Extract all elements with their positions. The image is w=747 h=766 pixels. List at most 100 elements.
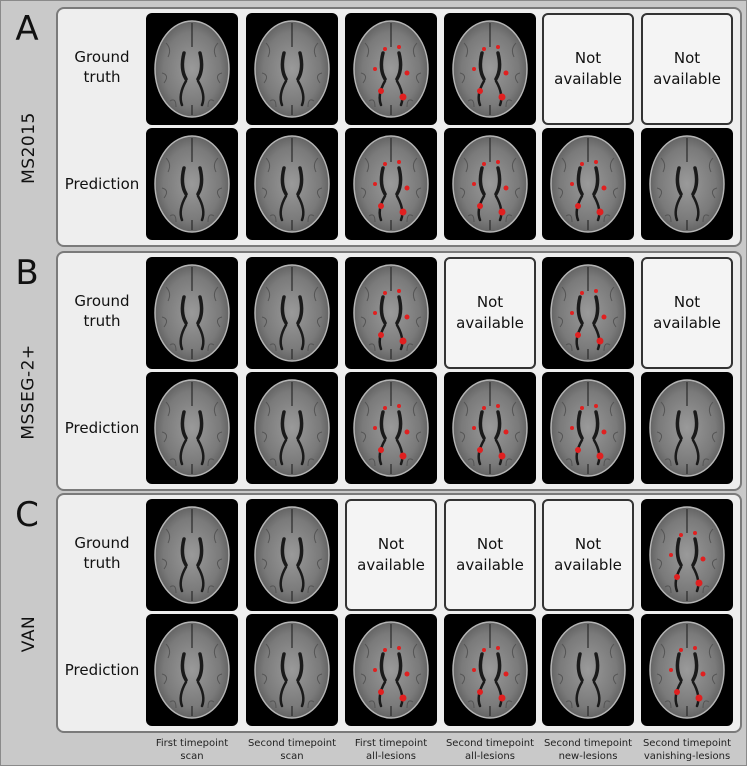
brain-outline bbox=[353, 264, 429, 362]
ground-truth-label: Ground truth bbox=[74, 48, 130, 86]
brain-outline bbox=[649, 621, 725, 719]
sulci bbox=[360, 42, 422, 108]
brain-scan-with-lesions bbox=[550, 379, 626, 477]
lesion-mark bbox=[399, 93, 407, 101]
ventricles bbox=[280, 295, 304, 325]
lesion-mark bbox=[383, 648, 387, 652]
column-caption-line1: Second timepoint bbox=[543, 738, 633, 749]
brain-outline bbox=[154, 621, 230, 719]
lesion-mark bbox=[580, 406, 584, 410]
brain-outline bbox=[353, 20, 429, 118]
lesion-mark bbox=[399, 337, 407, 345]
ventricles bbox=[280, 166, 304, 196]
brain-scan bbox=[254, 135, 330, 233]
lesion-mark bbox=[496, 646, 500, 650]
brain-scan bbox=[254, 379, 330, 477]
lesion-mark bbox=[695, 694, 703, 702]
ventricles bbox=[379, 652, 403, 682]
sulci bbox=[459, 643, 521, 709]
lesion-mark bbox=[669, 553, 673, 557]
scan-image bbox=[641, 614, 733, 726]
brain-outline bbox=[649, 379, 725, 477]
posterior-horns bbox=[279, 79, 305, 107]
sulci bbox=[261, 643, 323, 709]
lesion-mark bbox=[575, 332, 581, 338]
lesion-mark bbox=[404, 314, 410, 320]
brain-scan-with-lesions bbox=[550, 264, 626, 362]
not-available-box: Not available bbox=[542, 499, 634, 611]
scan-image bbox=[542, 372, 634, 484]
lesion-mark bbox=[503, 70, 509, 76]
lesion-mark bbox=[601, 429, 607, 435]
posterior-horns bbox=[279, 438, 305, 466]
column-caption-line1: First timepoint bbox=[155, 738, 229, 749]
sulci bbox=[161, 401, 223, 467]
ventricles bbox=[180, 652, 204, 682]
brain-scan-with-lesions bbox=[353, 264, 429, 362]
lesion-mark bbox=[601, 314, 607, 320]
ventricles bbox=[180, 537, 204, 567]
ventricles bbox=[478, 166, 502, 196]
scan-image bbox=[146, 372, 238, 484]
lesion-mark bbox=[482, 406, 486, 410]
scan-image bbox=[146, 13, 238, 125]
lesion-mark bbox=[700, 556, 706, 562]
ventricles bbox=[675, 537, 699, 567]
lesion-mark bbox=[594, 289, 598, 293]
sulci bbox=[161, 286, 223, 352]
lesion-mark bbox=[498, 208, 506, 216]
scan-image bbox=[641, 128, 733, 240]
lesion-mark bbox=[679, 533, 683, 537]
lesion-mark bbox=[373, 668, 377, 672]
column-caption-line1: Second timepoint bbox=[247, 738, 337, 749]
lesion-mark bbox=[477, 203, 483, 209]
brain-scan-with-lesions bbox=[452, 621, 528, 719]
scan-image bbox=[345, 128, 437, 240]
brain-scan bbox=[254, 506, 330, 604]
not-available-box: Not available bbox=[444, 499, 536, 611]
ventricles bbox=[379, 51, 403, 81]
brain-scan bbox=[254, 621, 330, 719]
lesion-mark bbox=[383, 47, 387, 51]
prediction-label: Prediction bbox=[64, 661, 140, 679]
sulci bbox=[360, 286, 422, 352]
lesion-mark bbox=[477, 447, 483, 453]
column-caption-line2: scan bbox=[280, 751, 304, 762]
column-caption: First timepoint scan bbox=[142, 737, 242, 763]
ventricles bbox=[180, 166, 204, 196]
sulci bbox=[459, 157, 521, 223]
lesion-mark bbox=[404, 671, 410, 677]
scan-image bbox=[641, 499, 733, 611]
ventricles bbox=[379, 295, 403, 325]
prediction-label: Prediction bbox=[64, 419, 140, 437]
brain-outline bbox=[254, 20, 330, 118]
scan-image bbox=[246, 614, 338, 726]
column-caption-line2: scan bbox=[180, 751, 204, 762]
sulci bbox=[261, 401, 323, 467]
brain-scan bbox=[154, 135, 230, 233]
scan-image bbox=[146, 499, 238, 611]
brain-scan-with-lesions bbox=[452, 20, 528, 118]
brain-outline bbox=[254, 379, 330, 477]
scan-image bbox=[542, 128, 634, 240]
lesion-mark bbox=[378, 332, 384, 338]
lesion-mark bbox=[399, 452, 407, 460]
lesion-mark bbox=[397, 646, 401, 650]
brain-outline bbox=[154, 20, 230, 118]
brain-scan bbox=[254, 20, 330, 118]
brain-outline bbox=[154, 506, 230, 604]
brain-outline bbox=[452, 20, 528, 118]
brain-scan bbox=[550, 621, 626, 719]
dataset-label: MSSEG-2+ bbox=[19, 344, 40, 440]
lesion-mark bbox=[695, 579, 703, 587]
brain-outline bbox=[550, 621, 626, 719]
brain-scan bbox=[649, 379, 725, 477]
lesion-mark bbox=[496, 160, 500, 164]
not-available-box: Not available bbox=[345, 499, 437, 611]
panel-letter: A bbox=[15, 9, 39, 49]
not-available-box: Not available bbox=[641, 13, 733, 125]
lesion-mark bbox=[378, 88, 384, 94]
